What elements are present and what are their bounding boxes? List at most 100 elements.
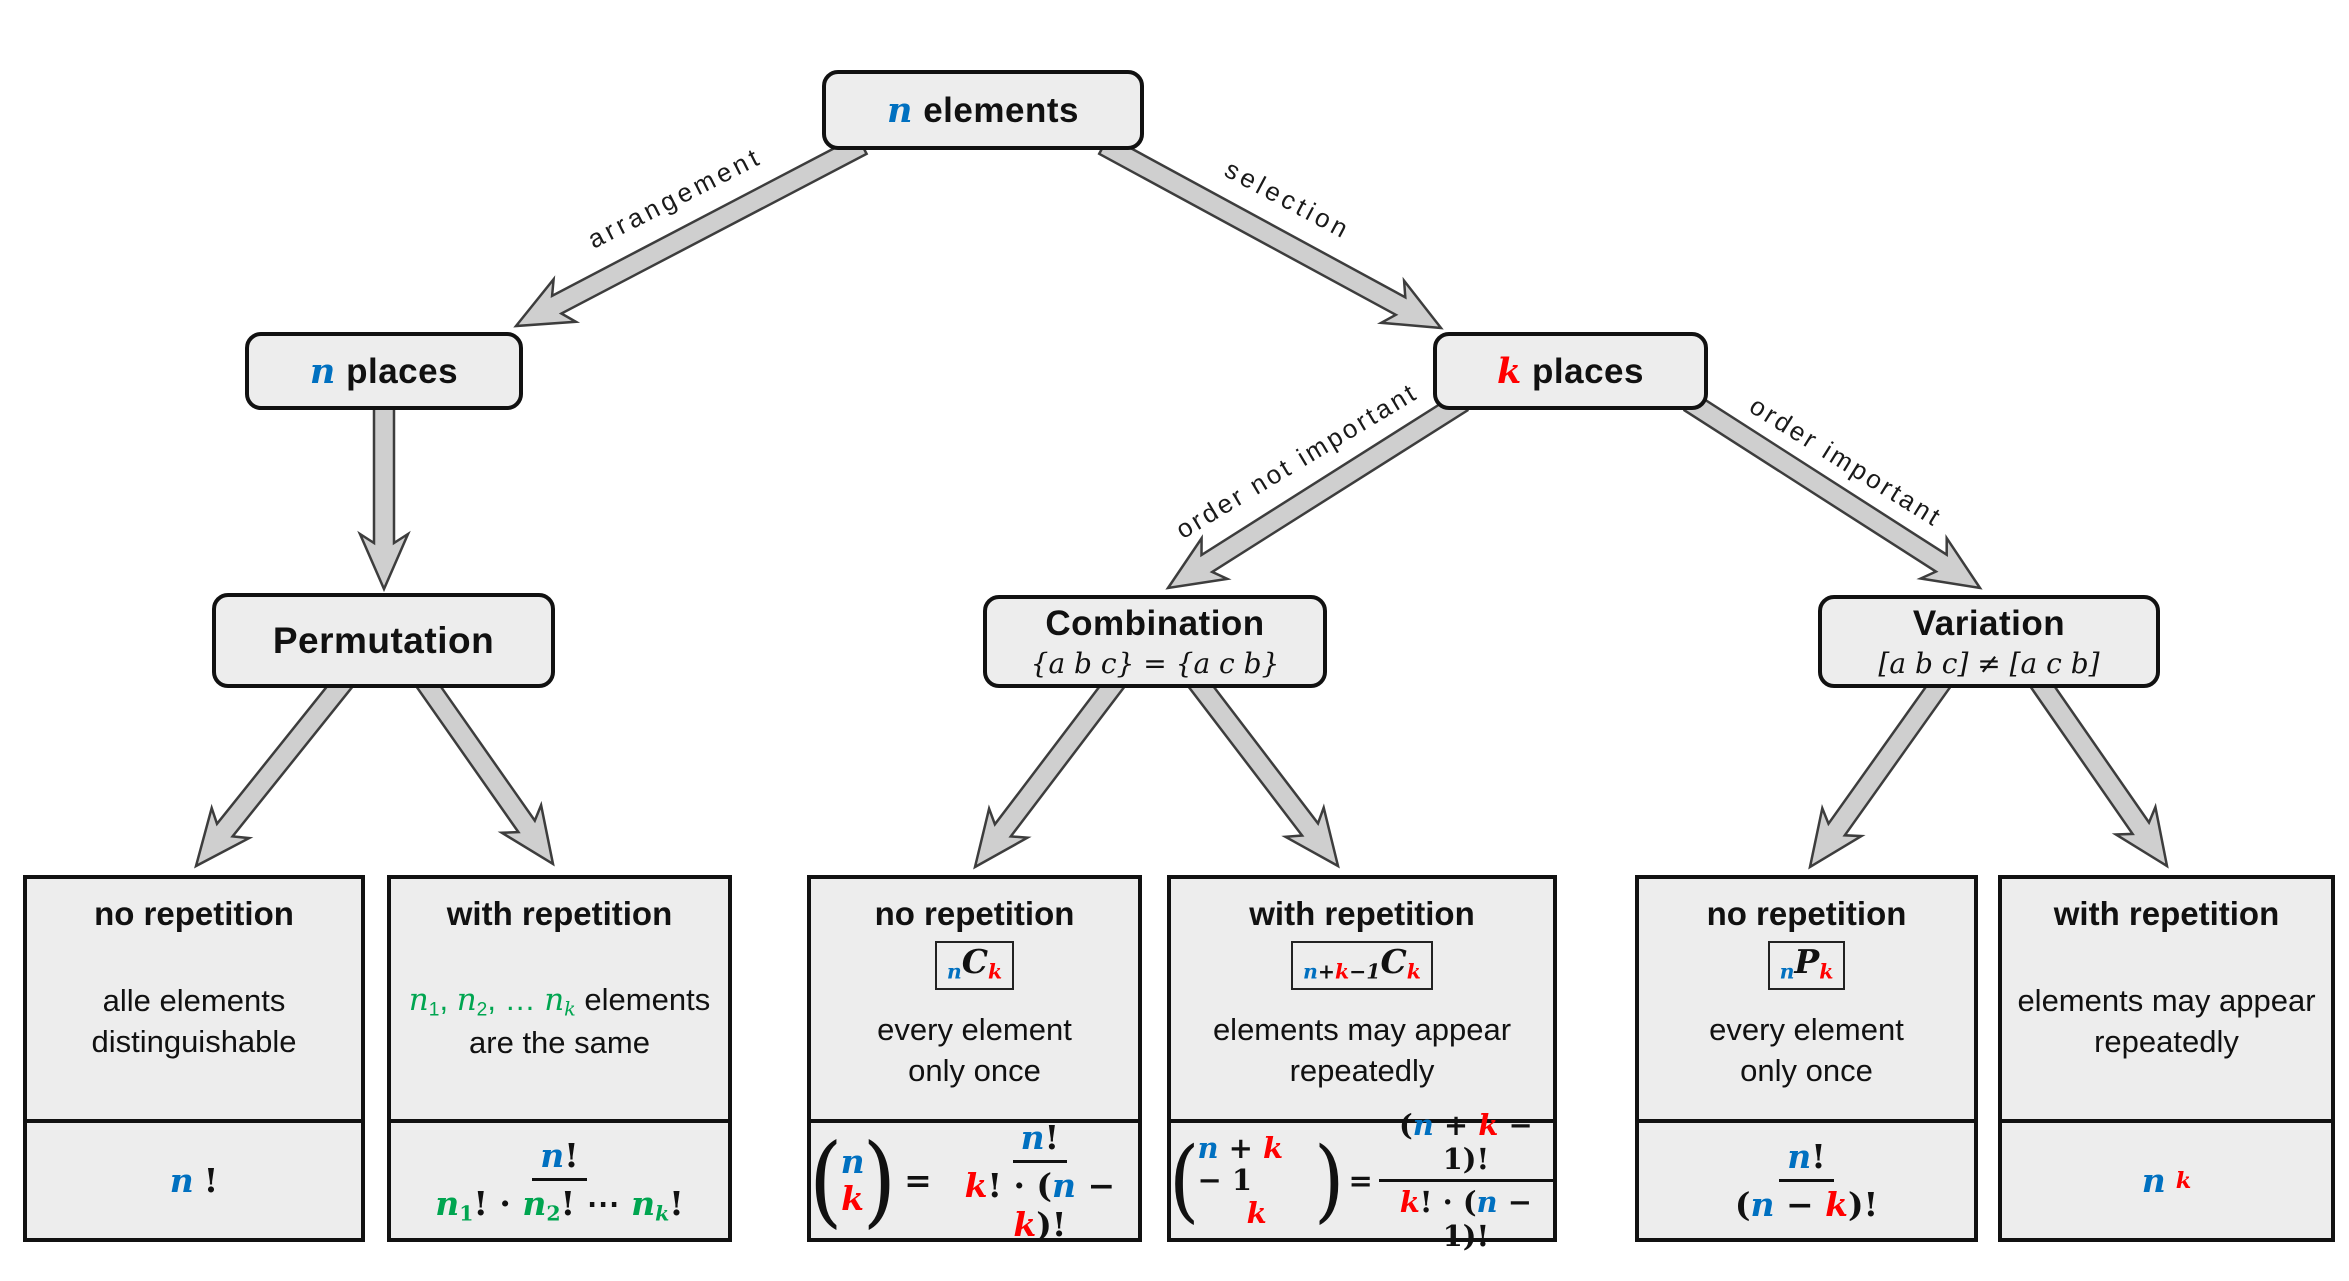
equals-sign: = <box>1348 1163 1373 1198</box>
leaf-body: with repetition elements may appear repe… <box>2002 879 2331 1119</box>
leaf-title: no repetition <box>94 895 294 932</box>
leaf-formula-panel: n! <box>27 1119 361 1238</box>
node-n-places-label: n places <box>309 350 459 392</box>
leaf-body: no repetition nCk every element only onc… <box>811 879 1138 1119</box>
leaf-description: elements may appear repeatedly <box>2017 933 2315 1111</box>
fraction-numerator: n! <box>1012 1118 1068 1163</box>
node-combination-label: Combination <box>1045 603 1265 643</box>
desc-line: every element <box>1709 1011 1904 1047</box>
flow-arrow <box>1808 672 1953 870</box>
node-variation-label: Variation <box>1912 603 2066 643</box>
fraction: n! k! · (n − k)! <box>942 1118 1138 1244</box>
flow-arrow <box>1682 391 1983 590</box>
fraction: n! n1! · n2! ⋯ nk! <box>427 1136 692 1226</box>
formula-multiset-binomial: ( n + k − 1 k ) = (n + k − 1)! k! · (n −… <box>1169 1108 1553 1253</box>
fraction-numerator: n! <box>1779 1137 1834 1182</box>
node-n-places: n places <box>245 332 523 410</box>
left-paren: ( <box>1169 1128 1200 1233</box>
desc-line: only once <box>1740 1052 1873 1088</box>
binomial-coefficient: ( n + k − 1 k ) <box>1169 1128 1345 1233</box>
left-paren: ( <box>809 1123 843 1238</box>
leaf-title: no repetition <box>1706 895 1907 932</box>
fraction-denominator: k! · (n − 1)! <box>1399 1185 1533 1253</box>
right-paren: ) <box>862 1123 897 1238</box>
leaf-title: with repetition <box>2053 895 2280 932</box>
formula-n-factorial: n! <box>169 1161 219 1200</box>
desc-line: every element <box>877 1011 1072 1047</box>
desc-line: only once <box>908 1052 1041 1088</box>
fraction-denominator: n1! · n2! ⋯ nk! <box>435 1183 684 1226</box>
node-variation-example: [a b c] ≠ [a c b] <box>1878 646 2100 680</box>
fraction: n! (n − k)! <box>1727 1137 1886 1224</box>
notation-badge-nCk: nCk <box>934 941 1015 991</box>
desc-line: elements may appear <box>1212 1011 1512 1047</box>
node-combination: Combination {a b c} = {a c b} <box>983 595 1327 688</box>
fraction-numerator: n! <box>532 1136 587 1181</box>
leaf-body: with repetition n1, n2, … nk elements ar… <box>391 879 728 1119</box>
node-n-elements: n elements <box>822 70 1144 150</box>
node-k-places: k places <box>1433 332 1708 410</box>
leaf-description: every element only once <box>1709 990 1904 1111</box>
leaf-combination-no-repetition: no repetition nCk every element only onc… <box>807 875 1142 1244</box>
node-permutation: Permutation <box>212 593 555 688</box>
notation-badge-nPk: nPk <box>1767 941 1846 991</box>
flow-arrow <box>973 672 1127 870</box>
leaf-variation-no-repetition: no repetition nPk every element only onc… <box>1635 875 1978 1242</box>
desc-line: n1, n2, … nk elements <box>408 982 711 1021</box>
leaf-description: every element only once <box>877 990 1072 1111</box>
leaf-body: with repetition n+k−1Ck elements may app… <box>1171 879 1553 1119</box>
desc-line: repeatedly <box>2094 1024 2239 1059</box>
fraction-numerator: (n + k − 1)! <box>1378 1108 1553 1182</box>
leaf-formula-panel: ( n + k − 1 k ) = (n + k − 1)! k! · (n −… <box>1169 1108 1553 1253</box>
leaf-description: alle elements distinguishable <box>91 933 296 1111</box>
desc-line: distinguishable <box>91 1024 297 1059</box>
binomial-bottom: k <box>1246 1195 1267 1230</box>
desc-line: are the same <box>469 1024 650 1060</box>
fraction-denominator: (n − k)! <box>1734 1185 1879 1224</box>
binomial-coefficient: ( n k ) <box>809 1131 896 1230</box>
binomial-top: n <box>840 1141 865 1181</box>
node-combination-example: {a b c} = {a c b} <box>1030 646 1280 680</box>
formula-multiset-permutation: n! n1! · n2! ⋯ nk! <box>427 1136 692 1226</box>
leaf-permutation-no-repetition: no repetition alle elements distinguisha… <box>23 875 365 1242</box>
leaf-title: with repetition <box>1249 895 1475 932</box>
fraction: (n + k − 1)! k! · (n − 1)! <box>1378 1108 1553 1253</box>
binomial-top: n + k − 1 <box>1197 1130 1284 1198</box>
flow-arrow <box>1097 134 1444 330</box>
leaf-body: no repetition nPk every element only onc… <box>1639 879 1974 1119</box>
binomial-column: n k <box>840 1141 865 1218</box>
leaf-formula-panel: ( n k ) = n! k! · (n − k)! <box>809 1118 1138 1244</box>
desc-line: elements may appear <box>2017 983 2316 1019</box>
flow-arrow <box>513 134 869 328</box>
formula-binomial: ( n k ) = n! k! · (n − k)! <box>809 1118 1138 1244</box>
leaf-title: with repetition <box>446 895 673 932</box>
flow-arrow <box>414 672 555 867</box>
binomial-column: n + k − 1 k <box>1197 1132 1316 1229</box>
leaf-formula-panel: n! n1! · n2! ⋯ nk! <box>391 1119 728 1238</box>
notation-badge-n+k-1Ck: n+k−1Ck <box>1291 941 1433 991</box>
leaf-title: no repetition <box>874 895 1075 932</box>
node-permutation-label: Permutation <box>272 619 495 661</box>
binomial-bottom: k <box>841 1178 864 1218</box>
flow-arrow <box>357 398 411 593</box>
node-k-places-label: k places <box>1497 350 1644 392</box>
flow-arrow <box>1165 391 1470 590</box>
formula-k-permutation: n! (n − k)! <box>1727 1137 1886 1224</box>
flow-arrow <box>2028 672 2169 869</box>
leaf-description: n1, n2, … nk elements are the same <box>409 933 710 1111</box>
leaf-variation-with-repetition: with repetition elements may appear repe… <box>1998 875 2335 1242</box>
right-paren: ) <box>1314 1128 1345 1233</box>
flow-arrow <box>1186 672 1340 869</box>
fraction-denominator: k! · (n − k)! <box>964 1165 1116 1244</box>
flow-arrow <box>194 671 355 869</box>
equals-sign: = <box>904 1161 932 1200</box>
desc-line: alle elements <box>102 983 286 1019</box>
leaf-description: elements may appear repeatedly <box>1213 990 1511 1111</box>
node-variation: Variation [a b c] ≠ [a c b] <box>1818 595 2160 688</box>
node-n-elements-label: n elements <box>887 89 1079 131</box>
leaf-formula-panel: n! (n − k)! <box>1639 1119 1974 1238</box>
